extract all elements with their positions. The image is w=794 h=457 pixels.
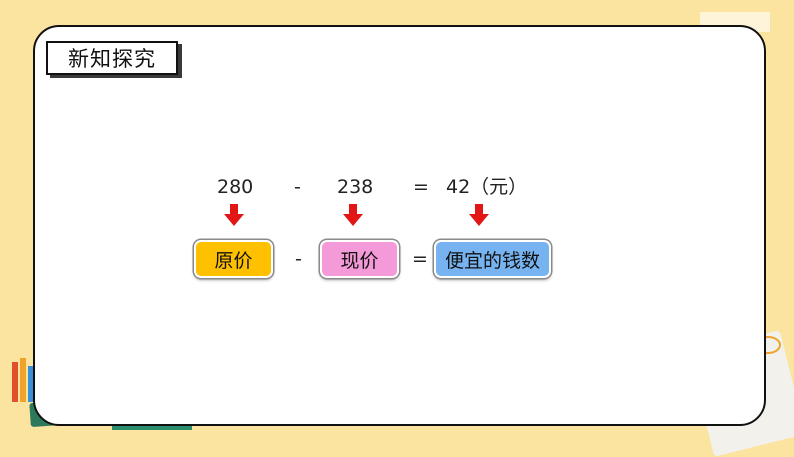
original-price-box: 原价 [194, 240, 273, 278]
result-value: 42（元） [446, 176, 528, 198]
equals-sign-bottom: = [412, 248, 428, 270]
minuend-value: 280 [217, 176, 254, 198]
down-arrow-icon [469, 204, 489, 226]
minus-sign-bottom: - [295, 248, 302, 270]
current-price-box: 现价 [320, 240, 399, 278]
pencil-icon [12, 358, 34, 402]
down-arrow-icon [224, 204, 244, 226]
section-title: 新知探究 [46, 41, 178, 75]
minus-sign-top: - [294, 176, 301, 198]
equals-sign-top: = [413, 176, 429, 198]
down-arrow-icon [343, 204, 363, 226]
content-panel [33, 25, 766, 426]
subtrahend-value: 238 [337, 176, 374, 198]
discount-amount-box: 便宜的钱数 [434, 240, 551, 278]
